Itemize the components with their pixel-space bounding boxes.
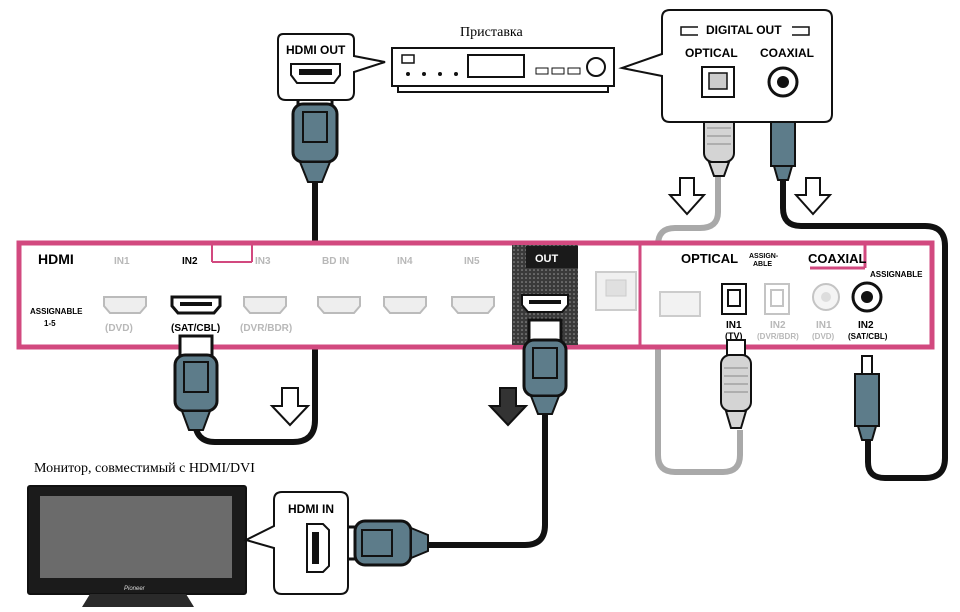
coaxial-in2-label: IN2 [858,320,874,331]
hdmi-port-icon [306,523,330,573]
lan-port [595,271,637,311]
optical-in2-sub: (DVR/BDR) [757,332,799,341]
set-top-box-label: Приставка [460,25,524,40]
optical-in1-label: IN1 [726,320,742,331]
panel-coaxial-assignable: ASSIGNABLE [870,270,923,279]
hdmi-in5-label: IN5 [464,256,480,267]
hdmi-out-callout-label: HDMI OUT [286,43,346,57]
hdmi-out-callout: HDMI OUT [277,33,386,101]
coaxial-in2-sub: (SAT/CBL) [848,332,888,341]
hdmi-port-out [521,294,569,313]
optical-cable [655,170,743,475]
hdmi-in2-label: IN2 [182,256,198,267]
hdmi-cable-receiver-to-monitor [420,400,548,548]
usb-port [659,291,701,317]
hdmi-port-in4 [383,296,427,314]
panel-coaxial-label: COAXIAL [808,251,867,266]
optical-port-in2 [764,283,790,315]
hdmi-in1-sub: (DVD) [105,323,133,334]
hdmi-port-in5 [451,296,495,314]
hdmi-out-label: OUT [535,253,559,265]
panel-assignable-range: 1-5 [44,319,56,328]
monitor-brand: Pioneer [124,586,146,592]
coaxial-plug-receiver [854,355,880,441]
hdmi-plug-receiver-in2 [173,334,219,431]
digital-out-label: DIGITAL OUT [706,23,782,37]
set-top-box [391,47,615,93]
hdmi-in3-sub: (DVR/BDR) [240,323,292,334]
hdmi-port-in3 [243,296,287,314]
hdmi-port-icon [290,63,341,84]
coaxial-in1-label: IN1 [816,320,832,331]
panel-assignable-optical-2: ABLE [753,261,772,268]
hdmi-in1-label: IN1 [114,256,130,267]
panel-optical-label: OPTICAL [681,251,738,266]
coaxial-in1-sub: (DVD) [812,332,835,341]
panel-assignable-optical-1: ASSIGN- [749,253,779,260]
optical-plug-receiver [720,339,752,429]
arrow-down-icon [793,177,833,216]
hdmi-port-bdin [317,296,361,314]
hdmi-in4-label: IN4 [397,256,413,267]
hdmi-in2-sub: (SAT/CBL) [171,323,220,334]
hdmi-plug-monitor [334,519,429,567]
monitor-label: Монитор, совместимый с HDMI/DVI [34,461,255,476]
monitor: Pioneer [27,485,247,607]
coaxial-cable [780,170,948,481]
arrow-down-icon [667,177,707,216]
hdmi-port-in1 [103,296,147,314]
digital-out-callout: DIGITAL OUT OPTICAL COAXIAL [618,9,833,123]
optical-in2-label: IN2 [770,320,786,331]
digital-out-optical-label: OPTICAL [685,46,738,60]
hdmi-plug-receiver-out [522,318,568,415]
digital-out-coaxial-label: COAXIAL [760,46,814,60]
optical-in1-sub: (TV) [725,331,743,341]
hdmi-in-callout-label: HDMI IN [288,502,334,516]
arrow-down-icon [269,387,311,427]
coaxial-out-port-icon [767,66,799,98]
hdmi-bdin-label: BD IN [322,256,349,267]
coaxial-port-in1 [812,283,840,311]
arrow-down-icon [487,387,529,427]
hdmi-in-callout: HDMI IN [243,491,349,595]
optical-port-in1 [721,283,747,315]
optical-out-port-icon [701,66,735,98]
panel-assignable-label: ASSIGNABLE [30,307,83,316]
panel-hdmi-label: HDMI [38,251,74,267]
coaxial-port-in2 [851,281,883,313]
hdmi-port-in2 [170,295,222,315]
hdmi-in3-label: IN3 [255,256,271,267]
